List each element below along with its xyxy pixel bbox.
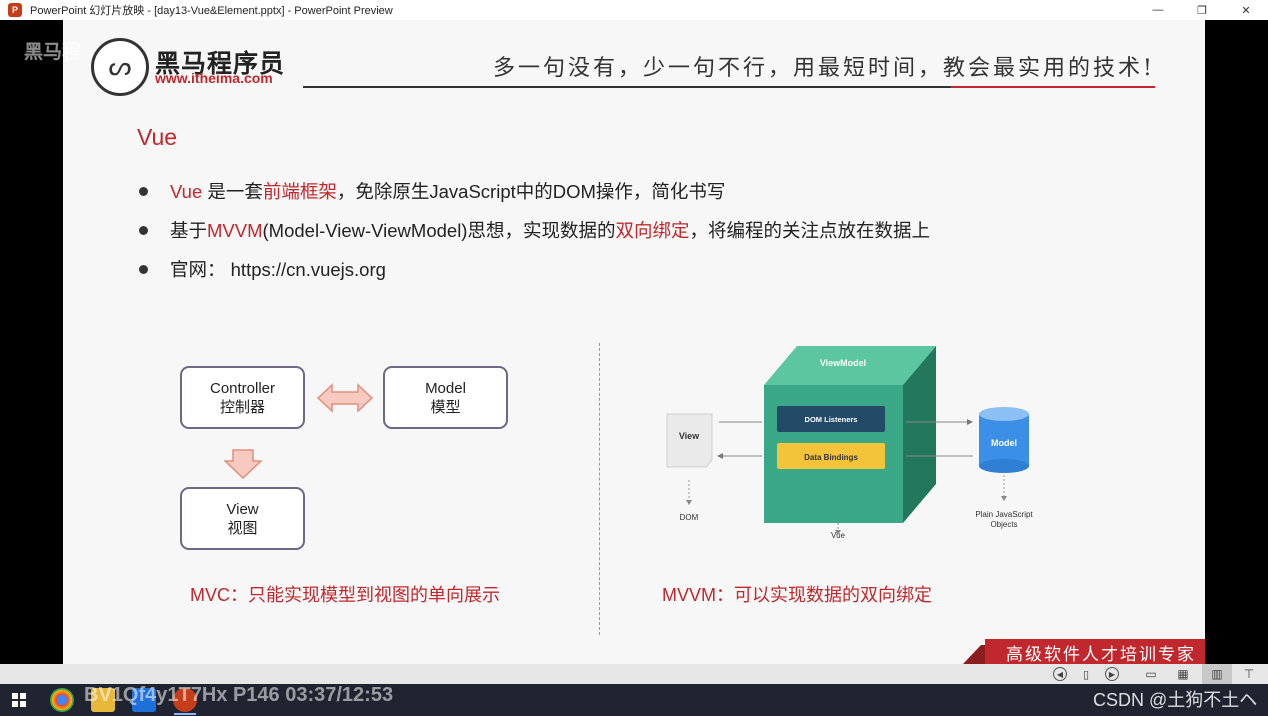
slide-sorter-icon[interactable]: ▯ xyxy=(1079,667,1093,681)
powerpoint-app-icon: P xyxy=(8,3,22,17)
slide-sorter-view-icon[interactable]: ▦ xyxy=(1168,664,1198,684)
model-cylinder-top xyxy=(979,407,1029,421)
plain-js-label-2: Objects xyxy=(990,520,1017,529)
normal-view-icon[interactable]: ▭ xyxy=(1136,664,1166,684)
header-rule-accent xyxy=(951,86,1155,88)
mvvm-caption: MVVM：可以实现数据的双向绑定 xyxy=(662,581,932,607)
view-label-cn: 视图 xyxy=(227,519,257,538)
windows-taskbar: BV1Qf4y1T7Hx P146 03:37/12:53 CSDN @土狗不土… xyxy=(0,684,1268,716)
bullet-item: 基于MVVM(Model-View-ViewModel)思想，实现数据的双向绑定… xyxy=(137,217,930,256)
windows-start-icon[interactable] xyxy=(12,693,26,707)
slide[interactable]: ᔕ 黑马程序员 www.itheima.com 多一句没有，少一句不行，用最短时… xyxy=(63,20,1205,664)
vue-label: Vue xyxy=(831,531,845,540)
bullet-text: ，将编程的关注点放在数据上 xyxy=(689,220,930,241)
bullet-list: Vue 是一套前端框架，免除原生JavaScript中的DOM操作，简化书写 基… xyxy=(137,178,930,295)
minimize-button[interactable]: — xyxy=(1136,0,1180,20)
window-titlebar: P PowerPoint 幻灯片放映 - [day13-Vue&Element.… xyxy=(0,0,1268,20)
window-controls: — ❐ ✕ xyxy=(1136,0,1268,20)
arrowhead-icon xyxy=(967,419,973,425)
active-app-indicator xyxy=(174,713,196,715)
restore-button[interactable]: ❐ xyxy=(1180,0,1224,20)
watermark-top: 黑马程 xyxy=(24,37,81,64)
chrome-icon[interactable] xyxy=(50,688,74,712)
bullet-item: Vue 是一套前端框架，免除原生JavaScript中的DOM操作，简化书写 xyxy=(137,178,930,217)
bullet-text-highlight: MVVM xyxy=(207,220,263,241)
bullet-item: 官网： https://cn.vuejs.org xyxy=(137,256,930,295)
model-node-label: Model xyxy=(991,438,1017,448)
bullet-text: ，免除原生JavaScript中的DOM操作，简化书写 xyxy=(337,181,726,202)
arrowhead-icon xyxy=(717,453,723,459)
mvc-caption: MVC：只能实现模型到视图的单向展示 xyxy=(190,581,500,607)
plain-js-label: Plain JavaScript xyxy=(975,510,1033,519)
prev-icon[interactable]: ◀ xyxy=(1053,667,1067,681)
bullet-dot-icon xyxy=(139,187,148,196)
official-site-link[interactable]: https://cn.vuejs.org xyxy=(231,259,386,280)
bullet-text: 官网： xyxy=(170,259,231,280)
itheima-logo-icon: ᔕ xyxy=(91,38,149,96)
arrowhead-icon xyxy=(686,500,692,505)
logo-url: www.itheima.com xyxy=(155,70,273,86)
view-node-label: View xyxy=(679,431,700,441)
viewmodel-label: ViewModel xyxy=(820,358,866,368)
controller-label: Controller xyxy=(210,379,275,398)
slideshow-stage[interactable]: ᔕ 黑马程序员 www.itheima.com 多一句没有，少一句不行，用最短时… xyxy=(0,20,1268,664)
mvvm-diagram: ViewModel DOM Listeners Data Bindings Vi… xyxy=(659,340,1059,540)
reading-view-icon[interactable]: ▥ xyxy=(1202,664,1232,684)
model-box: Model 模型 xyxy=(383,366,508,429)
csdn-watermark: CSDN @土狗不土ヘ xyxy=(1093,686,1257,712)
data-bindings-label: Data Bindings xyxy=(804,453,858,462)
view-label: View xyxy=(226,500,258,519)
slide-slogan: 多一句没有，少一句不行，用最短时间，教会最实用的技术! xyxy=(493,50,1155,82)
dom-listeners-label: DOM Listeners xyxy=(805,415,858,424)
down-arrow-icon xyxy=(224,449,262,479)
view-box: View 视图 xyxy=(180,487,305,550)
bullet-text-highlight: 双向绑定 xyxy=(615,220,689,241)
bullet-text-highlight: 前端框架 xyxy=(263,181,337,202)
bullet-dot-icon xyxy=(139,226,148,235)
model-label-cn: 模型 xyxy=(430,398,460,417)
dom-label: DOM xyxy=(680,513,699,522)
bullet-text: (Model-View-ViewModel)思想，实现数据的 xyxy=(263,220,616,241)
slideshow-view-icon[interactable]: ⊤ xyxy=(1234,664,1264,684)
close-button[interactable]: ✕ xyxy=(1224,0,1268,20)
controller-box: Controller 控制器 xyxy=(180,366,305,429)
bullet-text: 基于 xyxy=(170,220,207,241)
arrowhead-icon xyxy=(1001,496,1007,501)
model-cylinder-bottom xyxy=(979,459,1029,473)
dashed-divider xyxy=(599,343,600,635)
bilibili-watermark: BV1Qf4y1T7Hx P146 03:37/12:53 xyxy=(84,684,393,707)
slideshow-statusbar: ◀ ▯ ▶ ▭ ▦ ▥ ⊤ xyxy=(0,664,1268,684)
model-label: Model xyxy=(425,379,466,398)
double-arrow-icon xyxy=(316,382,374,414)
controller-label-cn: 控制器 xyxy=(220,398,265,417)
window-title: PowerPoint 幻灯片放映 - [day13-Vue&Element.pp… xyxy=(30,2,393,18)
bullet-text-highlight: Vue xyxy=(170,181,202,202)
bullet-dot-icon xyxy=(139,265,148,274)
section-title: Vue xyxy=(137,124,177,151)
next-icon[interactable]: ▶ xyxy=(1105,667,1119,681)
bullet-text: 是一套 xyxy=(202,181,263,202)
footer-slogan: 高级软件人才培训专家 xyxy=(1006,640,1196,664)
